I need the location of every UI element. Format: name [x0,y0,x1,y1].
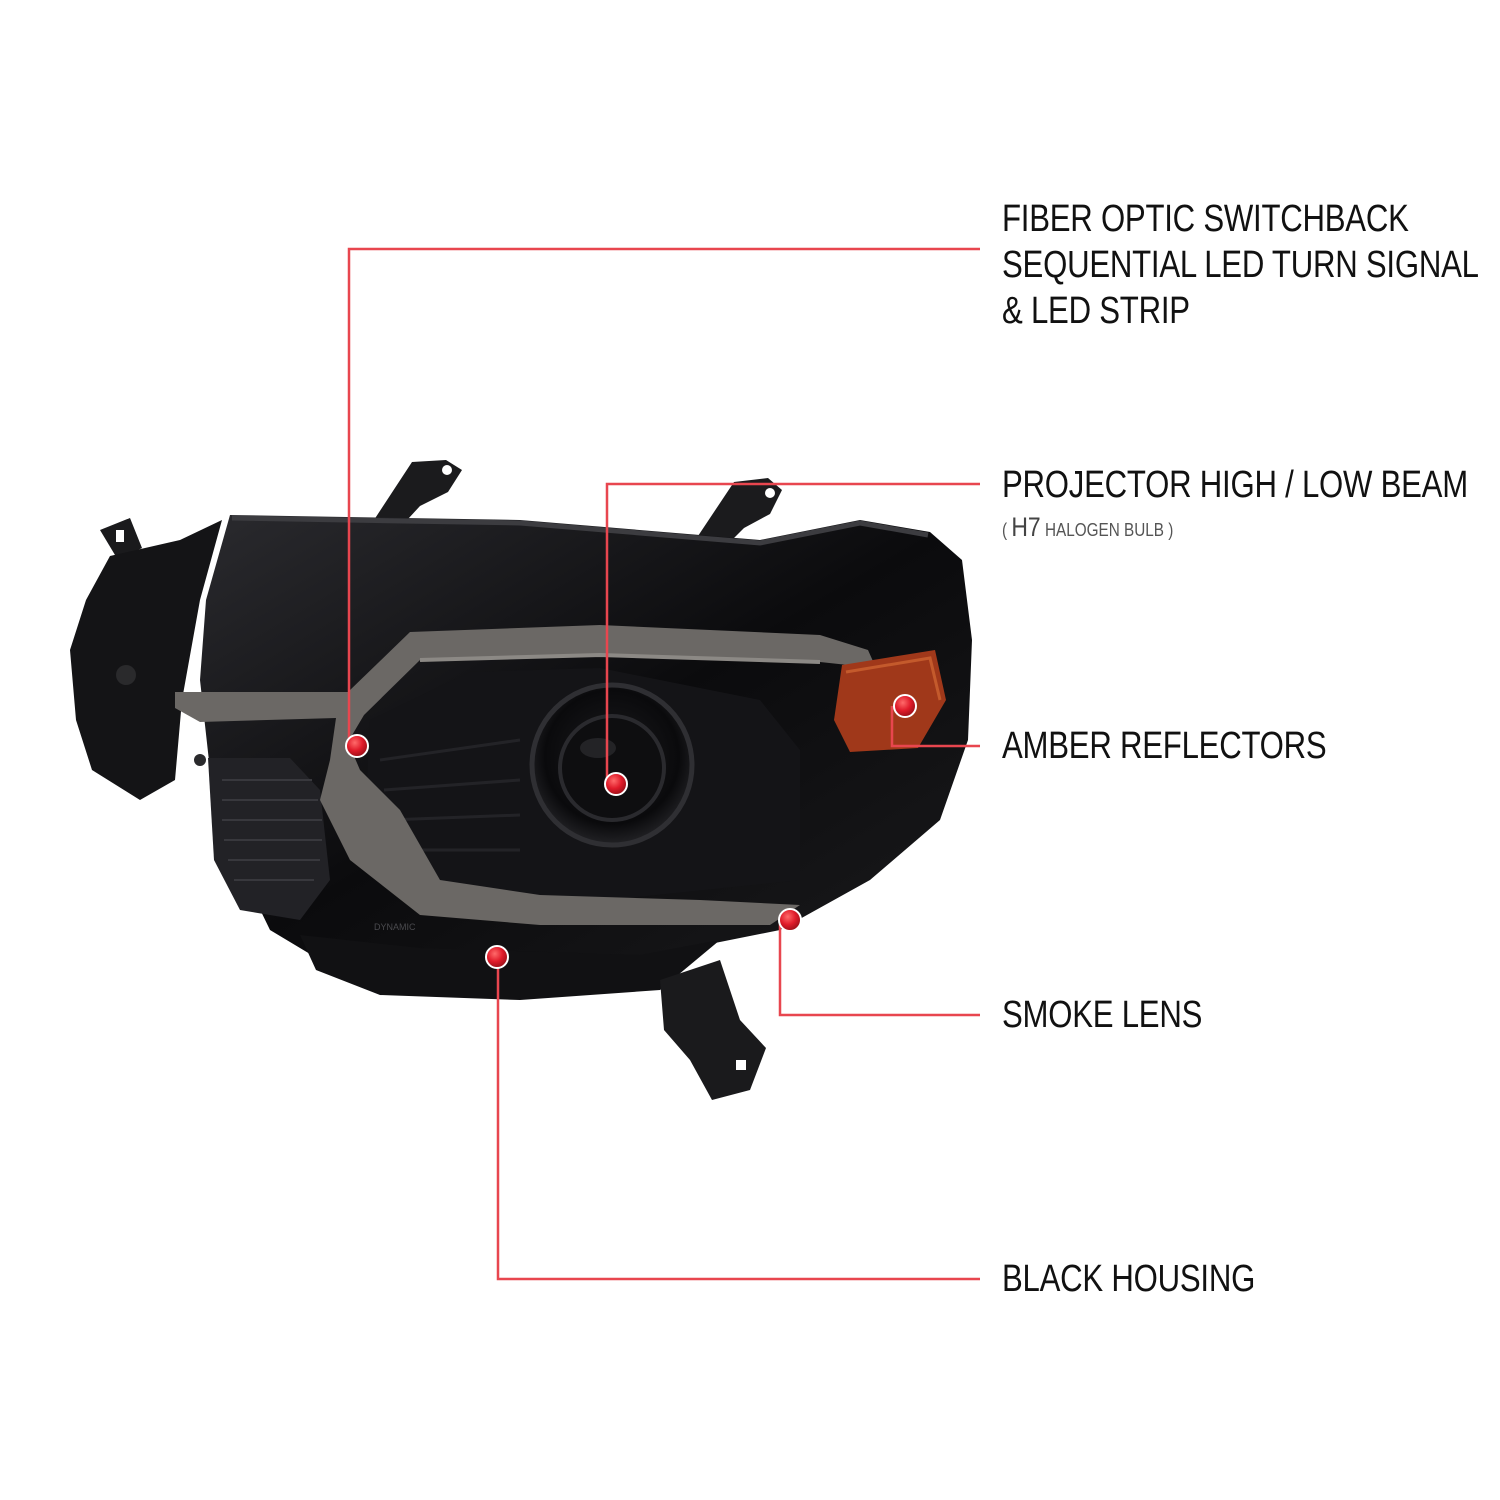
callout-markers [345,694,917,969]
callout-line: BLACK HOUSING [1002,1258,1256,1300]
projector-lens [558,714,666,822]
marker-dot-housing [485,945,509,969]
leader-line-amber [890,706,980,748]
leader-line-smoke [778,918,980,1017]
callout-label-fiber-optic: FIBER OPTIC SWITCHBACK SEQUENTIAL LED TU… [1002,196,1479,334]
leader-line-fiber-optic [347,247,980,742]
rear-housing [70,520,222,800]
headlight-product-image: DYNAMIC [70,460,972,1100]
mounting-bracket-bottom [660,960,766,1100]
callout-label-projector: PROJECTOR HIGH / LOW BEAM [1002,462,1468,508]
lower-trim [300,935,720,1000]
callout-note-bulb-type: ( H7 HALOGEN BULB ) [1002,512,1173,545]
leader-line-projector [605,482,980,780]
leader-line-housing [496,957,980,1281]
callout-line: SEQUENTIAL LED TURN SIGNAL [1002,244,1479,286]
amber-reflector [834,650,946,752]
marker-dot-amber [893,694,917,718]
callout-line: AMBER REFLECTORS [1002,725,1327,767]
callout-label-housing: BLACK HOUSING [1002,1256,1255,1302]
note-bulb-code: H7 [1011,512,1041,542]
marker-dot-fiber-optic [345,734,369,758]
dynamic-logo-mark: DYNAMIC [374,922,416,932]
callout-leader-lines [347,247,980,1281]
callout-line: & LED STRIP [1002,290,1190,332]
mounting-bracket-left [372,460,462,532]
callout-line: SMOKE LENS [1002,994,1203,1036]
callout-label-smoke: SMOKE LENS [1002,992,1202,1038]
callout-line: PROJECTOR HIGH / LOW BEAM [1002,464,1468,506]
callout-line: FIBER OPTIC SWITCHBACK [1002,198,1409,240]
marker-dot-smoke [778,908,802,932]
note-bulb-type: HALOGEN BULB [1044,520,1165,540]
note-open-paren: ( [1002,520,1008,540]
callout-label-amber: AMBER REFLECTORS [1002,723,1327,769]
marker-dot-projector [604,772,628,796]
note-close-paren: ) [1168,520,1174,540]
